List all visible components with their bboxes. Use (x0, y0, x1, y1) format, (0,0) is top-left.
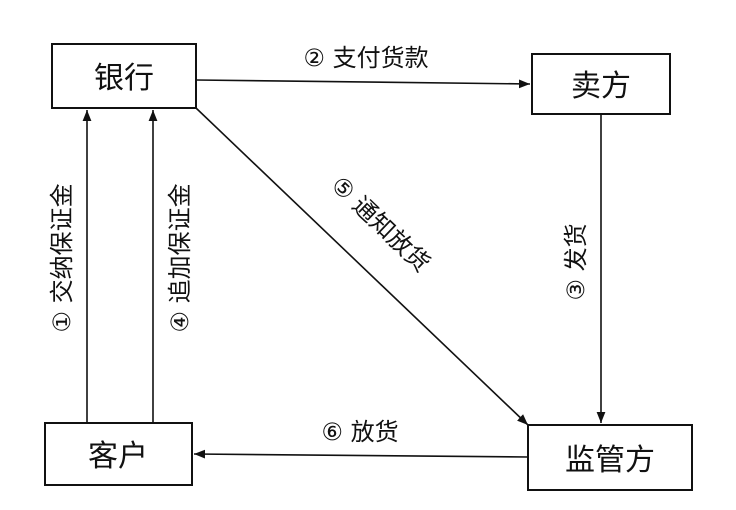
node-seller: 卖方 (531, 53, 671, 115)
edge-pay-goods (195, 79, 531, 89)
edge-pay-goods-label: ② 支付货款 (303, 44, 428, 72)
edge-pay-deposit-label: ① 交纳保证金 (48, 183, 76, 332)
edge-notify-release-label: ⑤ 通知放货 (326, 171, 436, 278)
node-regulator-label: 监管方 (565, 443, 655, 478)
node-bank-label: 银行 (94, 61, 154, 96)
edge-notify-release (195, 107, 529, 426)
edge-ship-label: ③ 发货 (562, 223, 590, 300)
node-customer-label: 客户 (88, 439, 148, 474)
edge-release-label: ⑥ 放货 (321, 418, 398, 446)
node-bank: 银行 (51, 43, 197, 109)
node-customer: 客户 (44, 422, 193, 486)
node-regulator: 监管方 (527, 424, 693, 491)
node-seller-label: 卖方 (571, 69, 631, 104)
edge-add-deposit-label: ④ 追加保证金 (166, 183, 194, 332)
edge-release (193, 449, 529, 459)
